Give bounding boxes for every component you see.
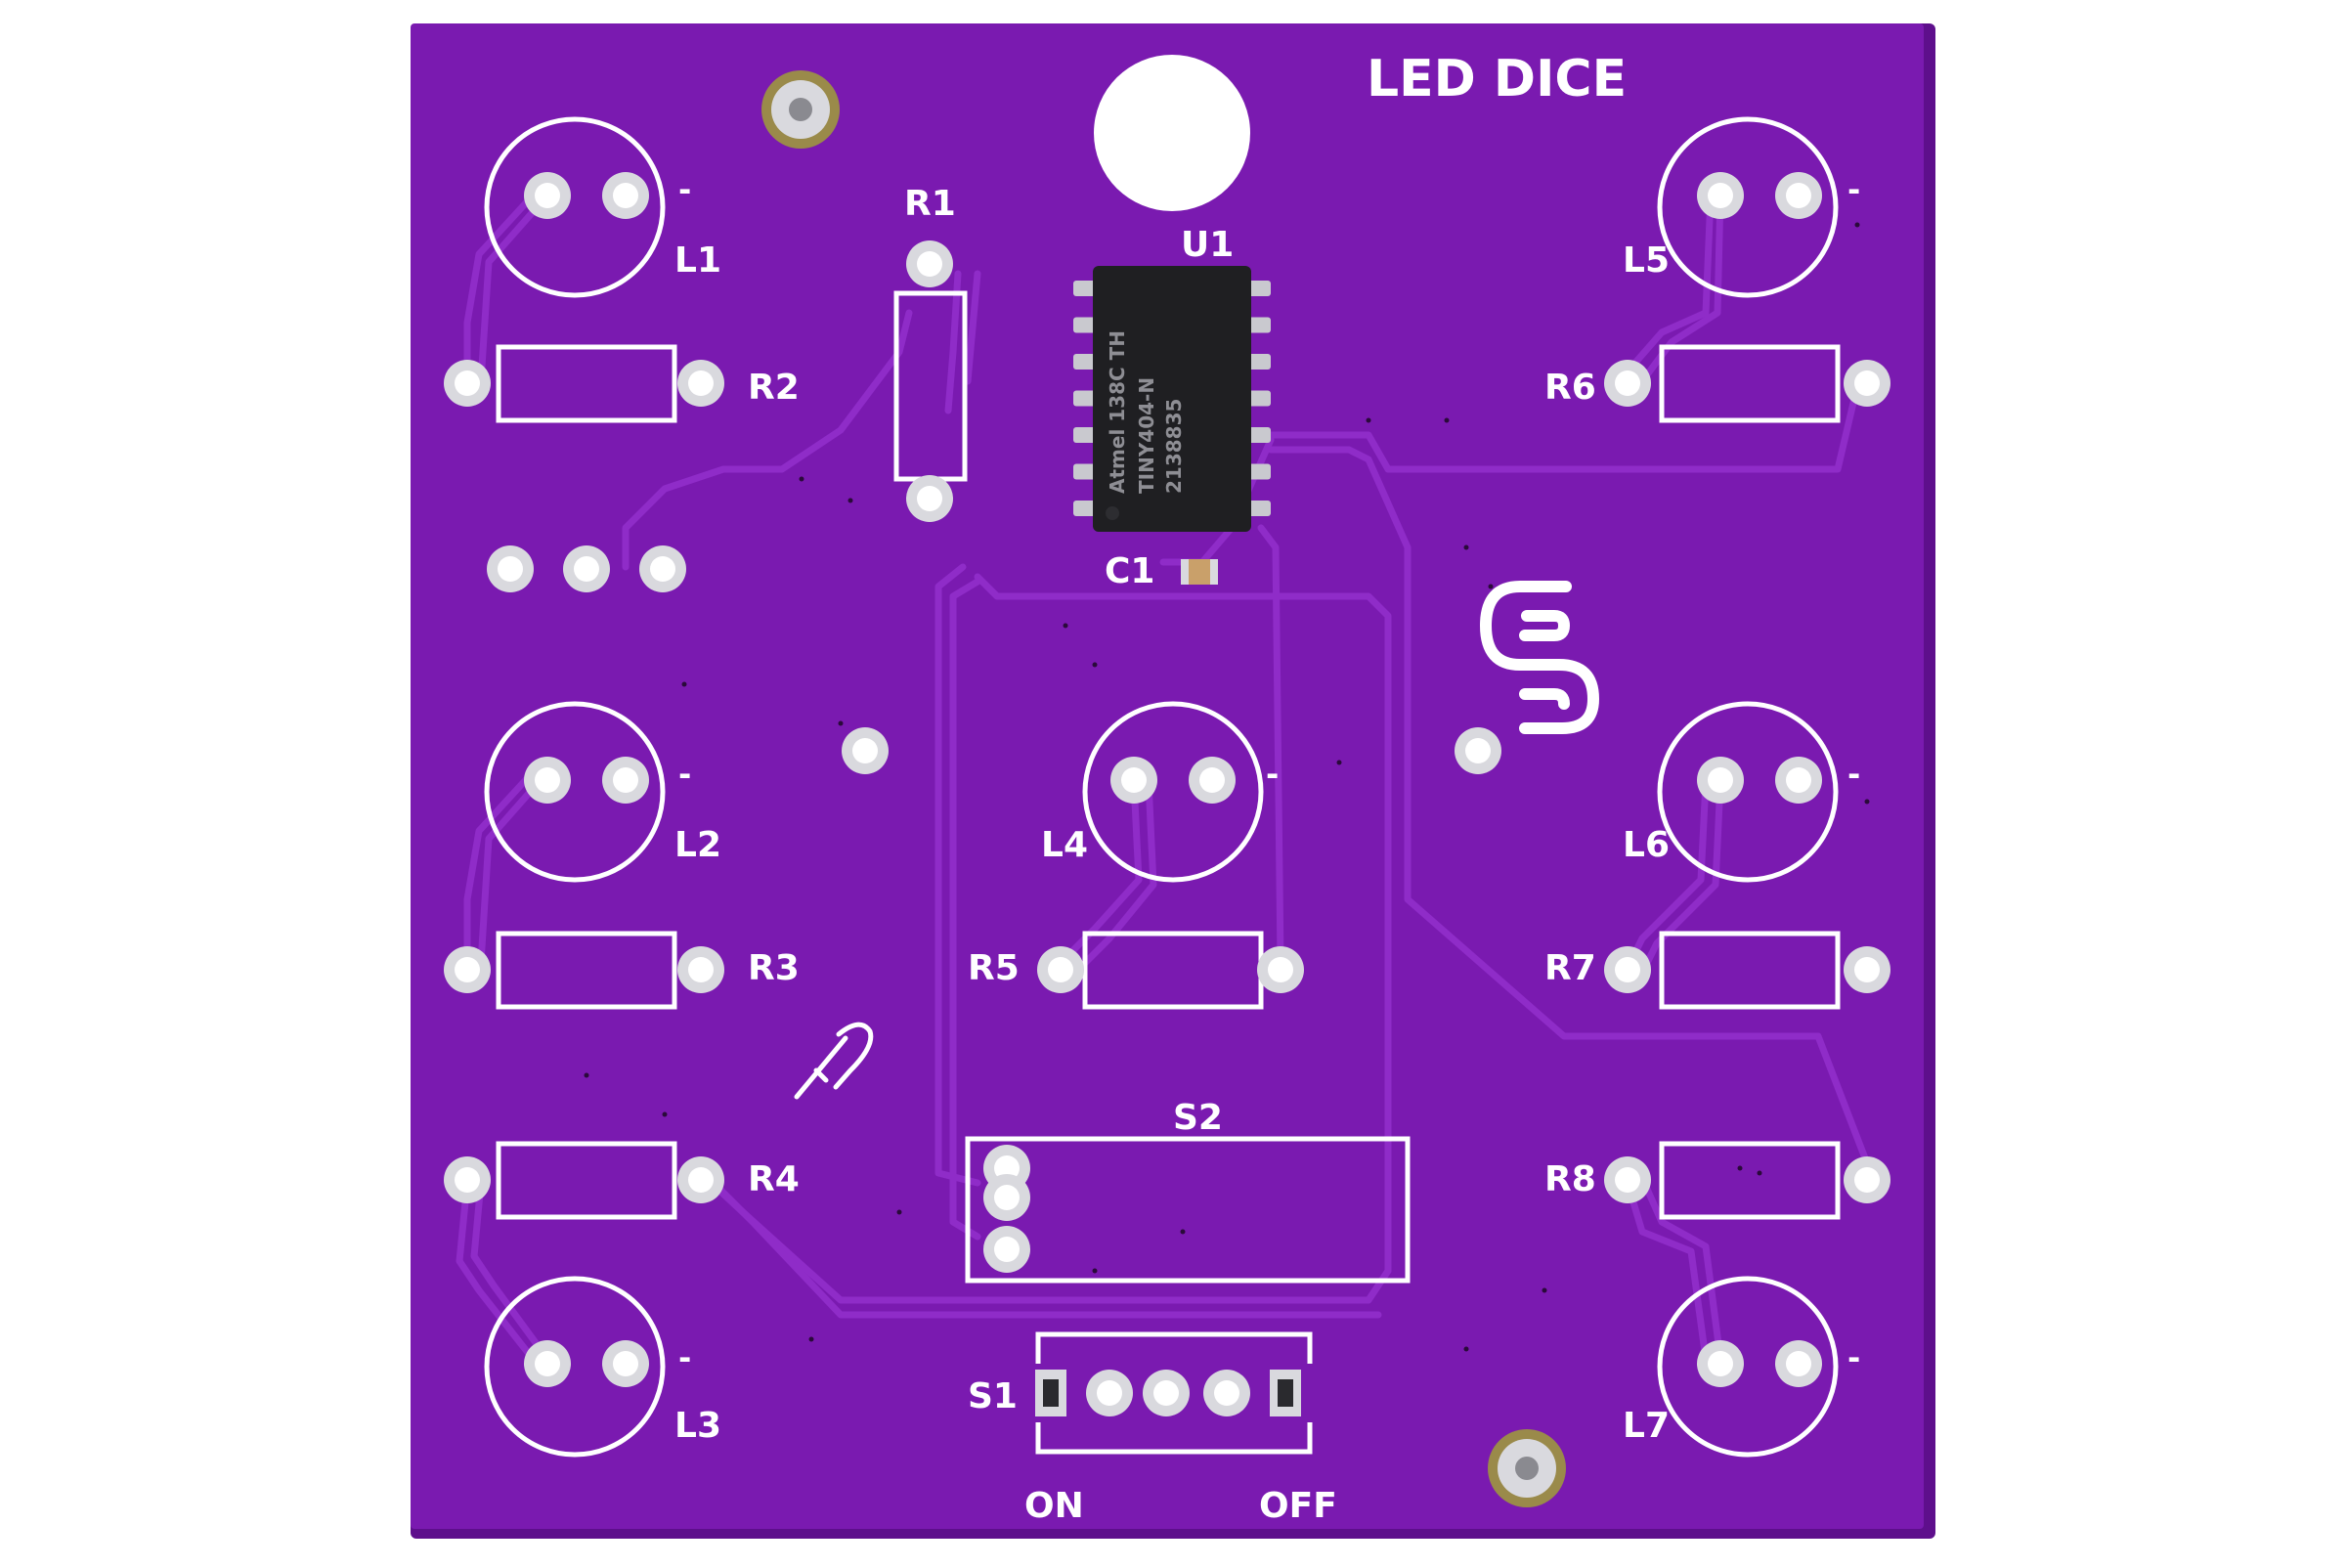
- pad-drill-hole: [650, 556, 675, 582]
- pad-drill-hole: [1615, 370, 1640, 396]
- chip-marking-line2: TINY404-N: [1135, 377, 1158, 494]
- label-off: OFF: [1259, 1486, 1337, 1526]
- label-r1: R1: [904, 184, 956, 224]
- label-r3: R3: [748, 948, 800, 988]
- s-logo-icon: [1480, 581, 1599, 734]
- pad-drill-hole: [455, 1167, 480, 1193]
- pad-drill-hole: [917, 486, 942, 511]
- pad-drill-hole: [1615, 1167, 1640, 1193]
- s2-outline: [965, 1136, 1411, 1284]
- label-l4: L4: [1041, 825, 1088, 865]
- label-l2: L2: [674, 825, 721, 865]
- label-s2: S2: [1173, 1098, 1223, 1138]
- pad-drill-hole: [1786, 1351, 1811, 1376]
- polarity-mark-l3: -: [678, 1339, 691, 1376]
- label-u1: U1: [1181, 225, 1234, 265]
- pad-drill-hole: [1615, 957, 1640, 982]
- pad-drill-hole: [688, 1167, 714, 1193]
- polarity-mark-l6: -: [1847, 756, 1860, 793]
- label-l1: L1: [674, 240, 721, 281]
- label-r5: R5: [968, 948, 1020, 988]
- pad-drill-hole: [1708, 767, 1733, 793]
- hanging-hole: [1094, 55, 1250, 211]
- label-l5: L5: [1623, 240, 1670, 281]
- label-r4: R4: [748, 1159, 800, 1199]
- copper-traces: [456, 192, 1871, 1363]
- pad-drill-hole: [613, 183, 638, 208]
- label-r7: R7: [1544, 948, 1596, 988]
- polarity-mark-l5: -: [1847, 171, 1860, 208]
- pad-drill-hole: [994, 1185, 1020, 1210]
- pad-drill-hole: [1786, 767, 1811, 793]
- mount-hole-icon: [761, 70, 840, 149]
- polarity-mark-l4: -: [1266, 756, 1279, 793]
- pad-drill-hole: [994, 1237, 1020, 1262]
- pad-drill-hole: [1854, 957, 1880, 982]
- pad-drill-hole: [1708, 183, 1733, 208]
- pad-drill-hole: [535, 183, 560, 208]
- pad-drill-hole: [1214, 1380, 1239, 1406]
- pad-drill-hole: [994, 1155, 1020, 1181]
- chip-marking-line1: Atmel 138C TH: [1106, 330, 1129, 494]
- polarity-mark-l2: -: [678, 756, 691, 793]
- pad-drill-hole: [1097, 1380, 1122, 1406]
- mount-hole-icon: [1488, 1429, 1566, 1507]
- pad-drill-hole: [1268, 957, 1293, 982]
- pad-drill-hole: [455, 957, 480, 982]
- pad-drill-hole: [535, 1351, 560, 1376]
- pad-drill-hole: [688, 957, 714, 982]
- label-r2: R2: [748, 368, 800, 408]
- board-title: LED DICE: [1367, 50, 1627, 109]
- polarity-mark-l1: -: [678, 171, 691, 208]
- board-substrate: [411, 23, 1924, 1529]
- c1-capacitor: [1181, 559, 1218, 585]
- label-l6: L6: [1623, 825, 1670, 865]
- pad-drill-hole: [688, 370, 714, 396]
- label-on: ON: [1024, 1486, 1084, 1526]
- label-c1: C1: [1105, 551, 1154, 591]
- label-l7: L7: [1623, 1406, 1670, 1446]
- chip-marking-line3: 2138835: [1162, 399, 1186, 494]
- polarity-mark-l7: -: [1847, 1339, 1860, 1376]
- label-r8: R8: [1544, 1159, 1596, 1199]
- pad-drill-hole: [1199, 767, 1225, 793]
- label-s1: S1: [968, 1376, 1018, 1416]
- pad-drill-hole: [455, 370, 480, 396]
- pad-drill-hole: [574, 556, 599, 582]
- switch-end-pad-slot: [1043, 1379, 1059, 1407]
- pad-drill-hole: [1121, 767, 1147, 793]
- pad-drill-hole: [613, 1351, 638, 1376]
- pad-drill-hole: [1708, 1351, 1733, 1376]
- pad-drill-hole: [1854, 370, 1880, 396]
- resistor-outlines: [496, 290, 1841, 1220]
- pad-drill-hole: [852, 738, 878, 763]
- u1-chip: Atmel 138C TH TINY404-N 2138835: [1073, 266, 1271, 532]
- pads: [444, 172, 1890, 1416]
- probe-icon: [794, 1022, 874, 1100]
- led-outlines: [484, 116, 1839, 1458]
- pad-drill-hole: [1854, 1167, 1880, 1193]
- s1-outline: [1035, 1331, 1313, 1455]
- pad-drill-hole: [613, 767, 638, 793]
- label-l3: L3: [674, 1406, 721, 1446]
- switch-end-pad-slot: [1278, 1379, 1293, 1407]
- pad-drill-hole: [1786, 183, 1811, 208]
- pad-drill-hole: [1153, 1380, 1179, 1406]
- pad-drill-hole: [498, 556, 523, 582]
- pad-drill-hole: [1048, 957, 1073, 982]
- pad-drill-hole: [535, 767, 560, 793]
- pad-drill-hole: [1465, 738, 1491, 763]
- label-r6: R6: [1544, 368, 1596, 408]
- pad-drill-hole: [917, 251, 942, 277]
